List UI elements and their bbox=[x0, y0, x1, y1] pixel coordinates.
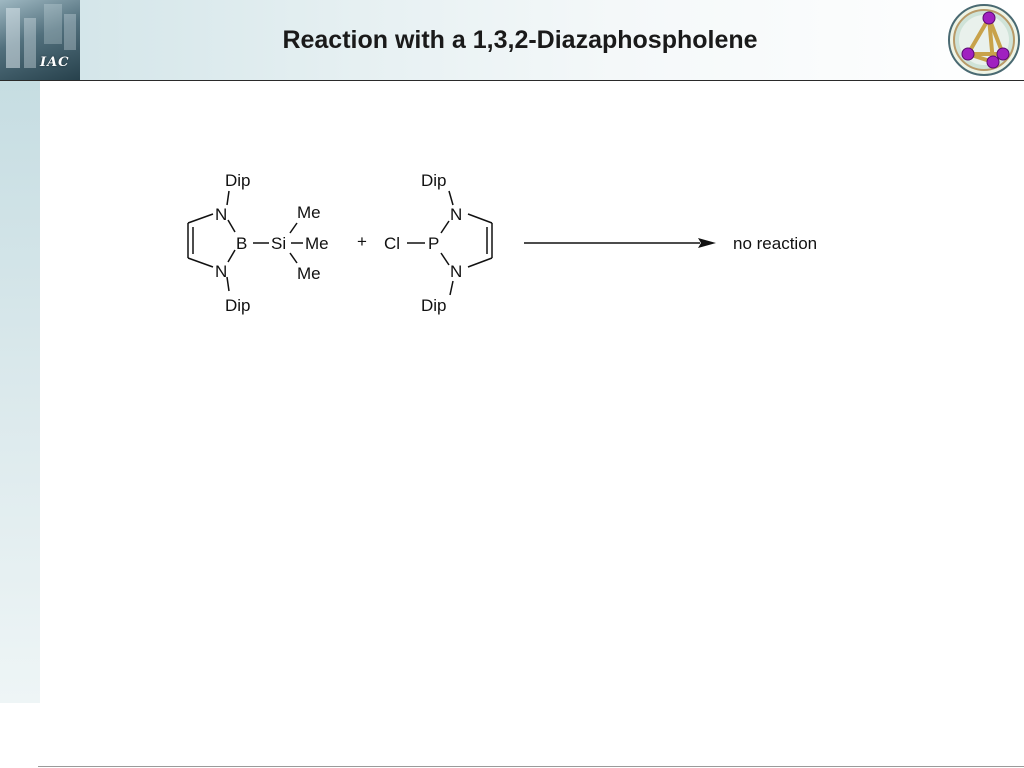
reactant1-methyl-right: Me bbox=[305, 234, 329, 253]
reactant1-methyl-top: Me bbox=[297, 203, 321, 222]
reactant1-bonds bbox=[187, 190, 303, 292]
reactant2-dip-top: Dip bbox=[421, 171, 447, 190]
plus-sign: + bbox=[357, 232, 367, 251]
reactant1-methyl-bottom: Me bbox=[297, 264, 321, 283]
reactant1-dip-bottom: Dip bbox=[225, 296, 251, 315]
reactant2-structure: Dip N Cl P N Dip bbox=[384, 171, 493, 315]
logo-iac-text: IAC bbox=[40, 55, 70, 70]
slide-header: IAC Reaction with a 1,3,2-Diazaphosphole… bbox=[0, 0, 1024, 80]
reactant2-n-top: N bbox=[450, 205, 462, 224]
left-sidebar-band bbox=[0, 81, 40, 703]
header-divider bbox=[0, 80, 1024, 81]
slide-title: Reaction with a 1,3,2-Diazaphospholene bbox=[282, 26, 758, 54]
reaction-arrow-right-icon bbox=[524, 238, 716, 248]
footer-divider bbox=[38, 766, 1024, 767]
reactant2-phosphorus: P bbox=[428, 234, 439, 253]
reactant1-structure: Dip N B Si Me Me Me N Dip bbox=[187, 171, 329, 315]
reactant1-boron: B bbox=[236, 234, 247, 253]
product-text: no reaction bbox=[733, 234, 817, 253]
p4-tetrahedron-seal-icon bbox=[948, 4, 1020, 76]
reactant2-bonds bbox=[407, 190, 493, 296]
reactant2-n-bottom: N bbox=[450, 262, 462, 281]
reactant2-dip-bottom: Dip bbox=[421, 296, 447, 315]
reaction-scheme: Dip N B Si Me Me Me N Dip + Dip N Cl P N bbox=[187, 171, 817, 315]
reactant2-chlorine: Cl bbox=[384, 234, 400, 253]
reactant1-n-bottom: N bbox=[215, 262, 227, 281]
reactant1-dip-top: Dip bbox=[225, 171, 251, 190]
iac-building-logo-icon: IAC bbox=[0, 0, 80, 80]
reactant1-silicon: Si bbox=[271, 234, 286, 253]
reactant1-n-top: N bbox=[215, 205, 227, 224]
